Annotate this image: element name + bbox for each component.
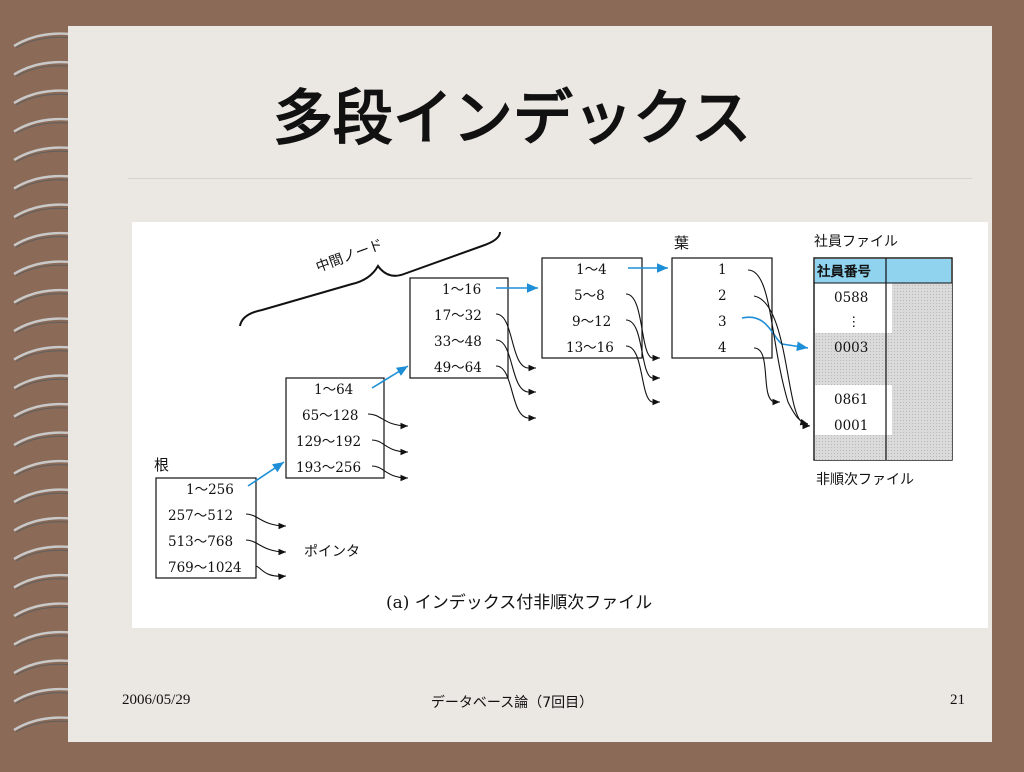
file-row: 0001	[834, 418, 868, 434]
intermediate-node-bracket	[239, 231, 501, 327]
leaf-entry: 3	[718, 314, 727, 330]
index-diagram: 中間ノード 根 1～256 257～512 513～768 769～1024 1…	[154, 231, 953, 613]
root-entry: 257～512	[168, 508, 233, 524]
multilevel-index-figure: 中間ノード 根 1～256 257～512 513～768 769～1024 1…	[132, 222, 988, 628]
level3-node: 1～16 17～32 33～48 49～64	[409, 277, 509, 379]
pointer-arrow	[255, 565, 287, 580]
pointer-arrow	[753, 295, 811, 430]
file-row: 0861	[834, 392, 868, 408]
level2-node: 1～64 65～128 129～192 193～256	[285, 377, 385, 479]
pointer-arrow	[625, 345, 660, 406]
employee-file: 社員番号 0588 ⋮ 0003 0861 0001	[813, 257, 953, 461]
pointer-arrow	[753, 347, 780, 406]
pointer-arrow	[245, 539, 287, 556]
file-title: 社員ファイル	[814, 234, 898, 250]
file-row: 0003	[834, 340, 868, 356]
figure-caption: (a) インデックス付非順次ファイル	[386, 592, 652, 613]
leaf-node: 1 2 3 4	[671, 257, 773, 359]
pointer-arrow	[625, 319, 660, 382]
level4-entry: 5～8	[574, 288, 605, 304]
root-entry: 1～256	[186, 482, 234, 498]
title-divider	[128, 178, 972, 179]
file-caption: 非順次ファイル	[816, 472, 914, 488]
level4-entry: 9～12	[572, 314, 611, 330]
leaf-entry: 1	[718, 262, 727, 278]
file-row: 0588	[834, 290, 868, 306]
pointer-arrow	[495, 365, 536, 422]
pointer-label: ポインタ	[304, 544, 360, 560]
root-label: 根	[154, 456, 169, 474]
footer-page-number: 21	[950, 692, 965, 708]
root-node: 1～256 257～512 513～768 769～1024	[155, 477, 257, 579]
traversal-arrow	[371, 365, 409, 389]
pointer-arrow	[625, 293, 660, 362]
leaf-entry: 4	[718, 340, 727, 356]
file-row: ⋮	[847, 314, 861, 330]
footer-course-title: データベース論（7回目）	[430, 695, 594, 711]
root-entry: 513～768	[168, 534, 233, 550]
pointer-arrow	[495, 339, 536, 396]
pointer-arrow	[245, 513, 287, 530]
level3-entry: 49～64	[434, 360, 482, 376]
traversal-arrow	[247, 461, 285, 487]
pointer-arrow	[371, 439, 409, 456]
level3-entry: 17～32	[434, 308, 482, 324]
level2-entry: 65～128	[302, 408, 358, 424]
level3-entry: 1～16	[442, 282, 481, 298]
level4-entry: 1～4	[576, 262, 607, 278]
level4-node: 1～4 5～8 9～12 13～16	[541, 257, 643, 359]
file-header: 社員番号	[816, 263, 871, 280]
level2-entry: 1～64	[314, 382, 353, 398]
leaf-label: 葉	[674, 234, 689, 252]
pointer-arrow	[371, 465, 409, 482]
level2-entry: 193～256	[296, 460, 361, 476]
pointer-arrow	[367, 413, 409, 430]
pointer-arrow	[495, 313, 536, 372]
level4-entry: 13～16	[566, 340, 614, 356]
level2-entry: 129～192	[296, 434, 361, 450]
level3-entry: 33～48	[434, 334, 482, 350]
slide-title: 多段インデックス	[272, 84, 752, 154]
root-entry: 769～1024	[168, 560, 242, 576]
leaf-entry: 2	[718, 288, 727, 304]
footer-date: 2006/05/29	[122, 692, 191, 708]
